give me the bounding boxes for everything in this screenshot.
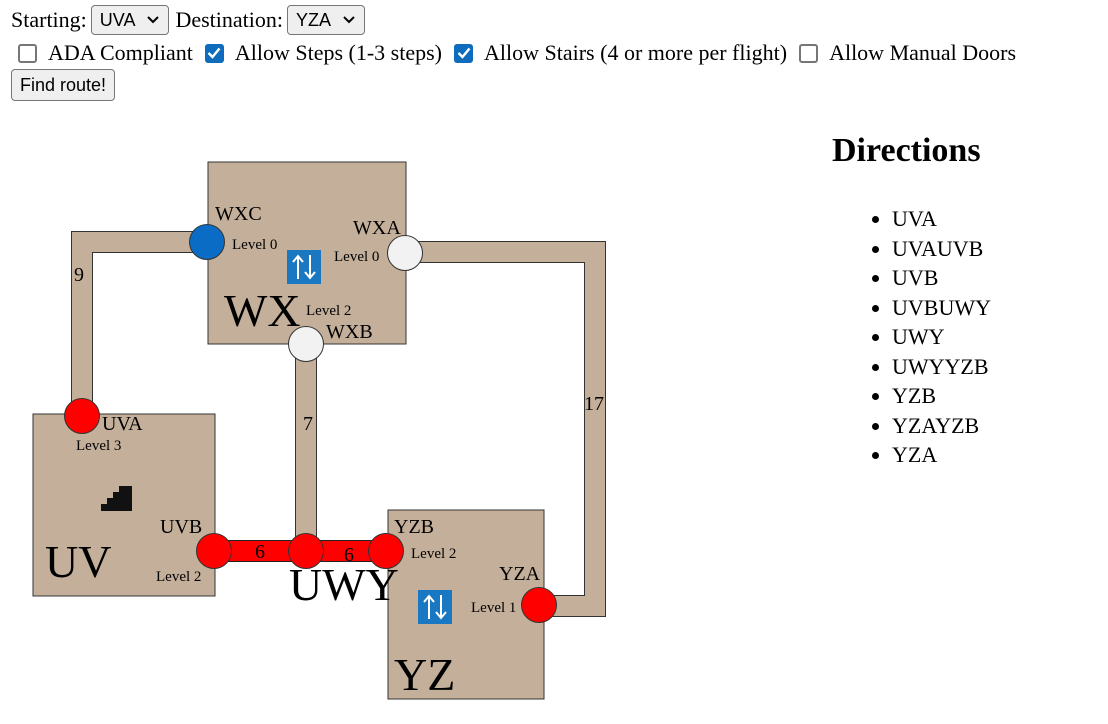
stairs-icon	[101, 486, 132, 511]
corridor-wxc-uva	[71, 231, 207, 415]
manual-doors-checkbox[interactable]	[799, 43, 819, 63]
corridor-wxa-yza-fill	[405, 242, 605, 616]
node-wxc[interactable]	[189, 224, 225, 260]
level-label-uvb: Level 2	[156, 569, 201, 585]
level-label-wxb: Level 2	[306, 303, 351, 319]
direction-step: UVAUVB	[872, 234, 991, 264]
edge-weight-wxc-uva: 9	[74, 264, 84, 286]
chevron-down-icon	[343, 16, 355, 24]
stairs-label: Allow Stairs (4 or more per flight)	[484, 40, 788, 65]
starting-value: UVA	[99, 9, 136, 30]
route-selector-row: Starting: UVA Destination: YZA	[11, 5, 371, 35]
direction-step: UVB	[872, 263, 991, 293]
level-label-uva: Level 3	[76, 438, 121, 454]
ada-label: ADA Compliant	[48, 40, 193, 65]
elevator-icon	[287, 250, 321, 284]
starting-select[interactable]: UVA	[90, 5, 170, 35]
directions-list: UVA UVAUVB UVB UVBUWY UWY UWYYZB YZB YZA…	[872, 204, 991, 470]
elevator-icon	[418, 590, 452, 624]
level-label-wxc: Level 0	[232, 237, 277, 253]
option-steps: Allow Steps (1-3 steps)	[204, 40, 442, 66]
node-wxa[interactable]	[387, 235, 423, 271]
room-label-yz: YZ	[394, 649, 455, 700]
steps-label: Allow Steps (1-3 steps)	[234, 40, 442, 65]
option-ada: ADA Compliant	[18, 40, 193, 66]
node-label-wxb: WXB	[326, 321, 373, 343]
destination-value: YZA	[296, 9, 332, 30]
direction-step: YZB	[872, 381, 991, 411]
node-yzb[interactable]	[368, 533, 404, 569]
level-label-yza: Level 1	[471, 600, 516, 616]
directions-title: Directions	[832, 132, 981, 169]
destination-label: Destination:	[175, 7, 284, 32]
find-route-button[interactable]: Find route!	[11, 69, 116, 101]
stairs-checkbox[interactable]	[454, 43, 473, 63]
edge-weight-wxb-uwy: 7	[303, 413, 313, 435]
direction-step: UWYYZB	[872, 352, 991, 382]
option-manual-doors: Allow Manual Doors	[799, 40, 1016, 66]
ada-checkbox[interactable]	[18, 43, 37, 63]
building-map: WX UV YZ UWY WXC Level 0 WXA Level 0 WXB…	[32, 161, 606, 700]
node-label-uvb: UVB	[160, 516, 202, 538]
direction-step: UWY	[872, 322, 991, 352]
node-label-yza: YZA	[499, 563, 541, 585]
check-icon	[207, 47, 221, 59]
direction-step: YZA	[872, 440, 991, 470]
node-uva[interactable]	[64, 398, 100, 434]
room-label-wx: WX	[224, 285, 301, 336]
corridor-wxc-uva-fill	[72, 232, 207, 415]
node-label-wxa: WXA	[353, 217, 401, 239]
node-wxb[interactable]	[288, 326, 324, 362]
direction-step: YZAYZB	[872, 411, 991, 441]
level-label-wxa: Level 0	[334, 249, 379, 265]
level-label-yzb: Level 2	[411, 546, 456, 562]
node-label-wxc: WXC	[215, 203, 262, 225]
node-yza[interactable]	[521, 587, 557, 623]
direction-step: UVBUWY	[872, 293, 991, 323]
chevron-down-icon	[147, 16, 160, 24]
node-label-uva: UVA	[102, 413, 143, 435]
room-yz	[387, 509, 545, 700]
option-stairs: Allow Stairs (4 or more per flight)	[454, 40, 787, 66]
direction-step: UVA	[872, 204, 991, 234]
node-uvb[interactable]	[196, 533, 232, 569]
steps-checkbox[interactable]	[204, 43, 224, 63]
node-uwy[interactable]	[288, 533, 324, 569]
room-uv	[32, 413, 216, 597]
node-label-yzb: YZB	[394, 516, 434, 538]
starting-label: Starting:	[11, 7, 87, 32]
edge-weight-uwy-yzb: 6	[344, 544, 354, 566]
manual-doors-label: Allow Manual Doors	[829, 40, 1017, 65]
check-icon	[457, 47, 470, 59]
edge-weight-uvb-uwy: 6	[255, 541, 265, 563]
room-label-uv: UV	[45, 536, 111, 587]
options-row: ADA Compliant Allow Steps (1-3 steps) Al…	[18, 40, 1028, 66]
destination-select[interactable]: YZA	[287, 5, 366, 35]
edge-weight-wxa-yza: 17	[584, 393, 604, 415]
